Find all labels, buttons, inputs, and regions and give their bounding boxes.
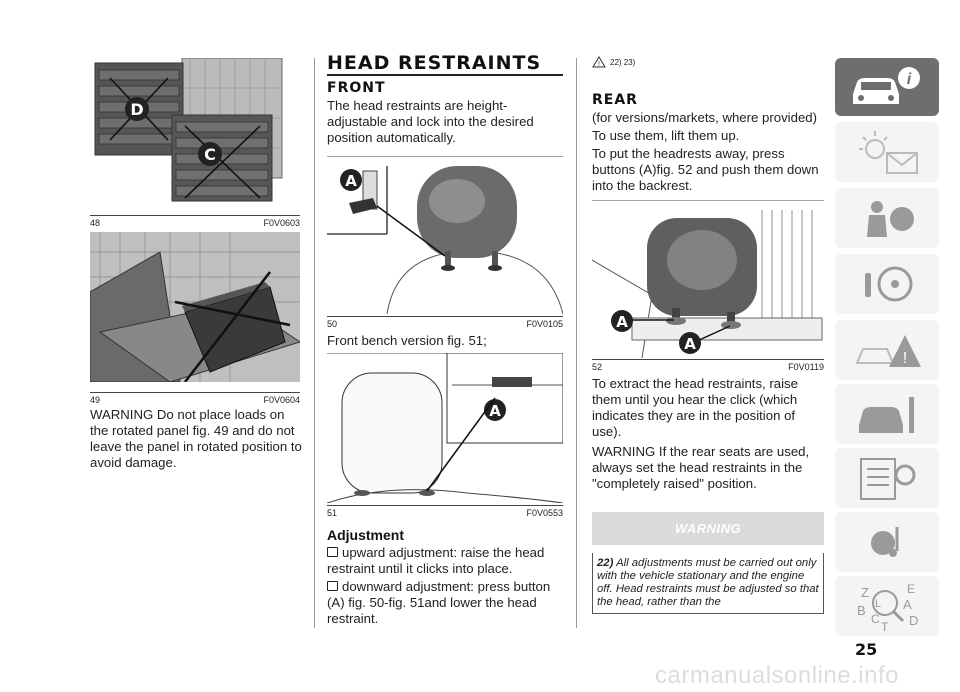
warning-box: WARNING 22) All adjustments must be carr… [592, 512, 824, 620]
rear-para-2: To use them, lift them up. [592, 128, 740, 143]
reference-numbers: 22) 23) [610, 57, 636, 67]
column-divider [314, 58, 315, 628]
figure-number: 49 [90, 395, 101, 405]
figure-number: 50 [327, 319, 338, 329]
figure-51-caption: 51 F0V0553 [327, 505, 563, 520]
figure-49-caption: 49 F0V0604 [90, 392, 300, 407]
section-rear: REAR [592, 92, 638, 108]
index-letter: L [875, 598, 881, 610]
car-info-icon: i [853, 67, 920, 104]
index-letter: C [871, 612, 880, 626]
sidebar-tab-safety[interactable] [835, 188, 939, 248]
svg-text:!: ! [903, 350, 907, 367]
warning-refs: ! 22) 23) [592, 56, 635, 68]
list-item-text: downward adjustment: press button (A) fi… [327, 579, 551, 626]
warning-triangle-icon: ! [592, 56, 606, 68]
figure-52: A A [592, 200, 824, 358]
adjustment-list: upward adjustment: raise the head restra… [327, 545, 563, 627]
rear-para-3: To put the headrests away, press buttons… [592, 146, 819, 193]
figure-48: D C [90, 58, 300, 214]
column-divider [576, 58, 577, 628]
sidebar-tab-maintenance[interactable] [835, 384, 939, 444]
index-icon: Z E A B C T D L [857, 582, 918, 633]
warning-heading: WARNING [592, 512, 824, 545]
svg-text:i: i [907, 71, 912, 88]
list-item: upward adjustment: raise the head restra… [327, 545, 563, 577]
figure-code: F0V0119 [788, 362, 824, 372]
warning-paragraph: WARNING Do not place loads on the rotate… [90, 407, 302, 470]
figure-number: 51 [327, 508, 338, 518]
front-bench-caption: Front bench version fig. 51; [327, 333, 487, 348]
section-front: FRONT [327, 80, 386, 96]
sidebar-tab-index[interactable]: Z E A B C T D L [835, 576, 939, 636]
technical-data-icon [860, 458, 916, 500]
list-item: downward adjustment: press button (A) fi… [327, 579, 563, 627]
intro-paragraph: The head restraints are height-adjustabl… [327, 98, 534, 145]
label-a: A [489, 402, 501, 420]
figure-52-caption: 52 F0V0119 [592, 359, 824, 374]
index-letter: B [857, 603, 866, 618]
multimedia-icon [871, 527, 899, 557]
sidebar-tab-starting-driving[interactable] [835, 254, 939, 314]
watermark: carmanualsonline.info [655, 662, 899, 689]
figure-code: F0V0604 [263, 395, 300, 405]
safety-airbag-icon [867, 201, 914, 237]
figure-49 [90, 232, 300, 382]
sidebar-tab-warning-lights[interactable] [835, 122, 939, 182]
index-letter: A [903, 597, 912, 612]
label-d: D [130, 100, 143, 119]
index-letter: E [907, 582, 915, 596]
index-letter: T [881, 620, 889, 633]
label-a2: A [684, 335, 696, 353]
title-rule [327, 74, 563, 76]
index-letter: D [909, 613, 918, 628]
sidebar-tab-car-info[interactable]: i [835, 58, 939, 116]
index-letter: Z [861, 585, 869, 600]
figure-code: F0V0105 [526, 319, 563, 329]
adjustment-heading: Adjustment [327, 527, 404, 543]
figure-number: 48 [90, 218, 101, 228]
page-title: HEAD RESTRAINTS [327, 52, 542, 74]
rear-para-4: To extract the head restraints, raise th… [592, 376, 798, 439]
figure-code: F0V0553 [526, 508, 563, 518]
emergency-icon: ! [855, 335, 921, 367]
checkbox-bullet-icon [327, 581, 338, 591]
list-item-text: upward adjustment: raise the head restra… [327, 545, 545, 576]
warning-number: 22) [597, 557, 614, 569]
rear-para-1: (for versions/markets, where provided) [592, 110, 817, 125]
figure-number: 52 [592, 362, 603, 372]
figure-51: A [327, 353, 563, 503]
label-a: A [345, 172, 357, 190]
warning-body: 22) All adjustments must be carried out … [592, 553, 824, 614]
warning-lights-icon [859, 131, 918, 174]
label-a1: A [616, 313, 628, 331]
steering-key-icon [865, 266, 913, 302]
figure-50: A [327, 156, 563, 314]
rear-para-5: WARNING If the rear seats are used, alwa… [592, 444, 810, 491]
sidebar-tab-technical-data[interactable] [835, 448, 939, 508]
sidebar-tab-multimedia[interactable] [835, 512, 939, 572]
figure-48-caption: 48 F0V0603 [90, 215, 300, 230]
label-c: C [204, 145, 216, 164]
svg-text:!: ! [598, 61, 600, 68]
sidebar-tab-emergency[interactable]: ! [835, 320, 939, 380]
figure-50-caption: 50 F0V0105 [327, 316, 563, 331]
page-number: 25 [855, 640, 878, 659]
figure-code: F0V0603 [263, 218, 300, 228]
maintenance-icon [859, 397, 914, 433]
warning-text: All adjustments must be carried out only… [597, 557, 819, 608]
checkbox-bullet-icon [327, 547, 338, 557]
